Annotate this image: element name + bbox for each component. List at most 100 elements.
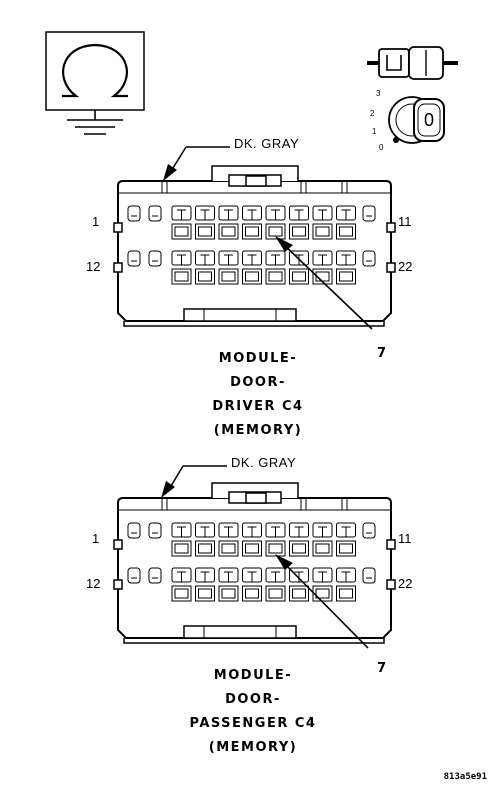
pin-cavity [195,585,215,602]
pin-cavity [265,540,286,557]
pin-label-22: 22 [398,259,412,274]
pin-cavity [289,585,309,602]
svg-text:(MEMORY): (MEMORY) [209,740,297,755]
pin-terminal [245,543,259,554]
pin-terminal [292,226,306,237]
pin-terminal [198,543,212,554]
pin-cavity [336,223,356,240]
wire-leader [172,146,187,169]
pin-cavity [265,223,286,240]
pin-terminal [221,543,236,554]
pin-label-11: 11 [398,214,412,229]
pin-cavity [242,268,262,285]
pin-terminal [268,588,283,599]
svg-text:(MEMORY): (MEMORY) [214,423,302,438]
bottom-slot [183,625,297,639]
pin-cavity-small [362,250,376,267]
connector-title: MODULE- DOOR- PASSENGER C4 (MEMORY) [190,668,317,755]
pin-terminal [339,543,353,554]
callout-leader [280,559,369,649]
side-key [113,539,123,550]
pin-terminal [268,226,283,237]
pin-label-11: 11 [398,531,412,546]
ignition-pos-0: 0 [379,143,384,152]
pin-terminal [315,226,330,237]
svg-text:DOOR-: DOOR- [225,692,281,707]
pin-cavity [289,268,309,285]
pin-cavity [312,268,333,285]
pin-cavity [218,223,239,240]
pin-cavity [312,540,333,557]
side-key [386,539,396,550]
pin-cavity [218,540,239,557]
ignition-pos-2: 2 [370,109,375,118]
pin-cavity [195,223,215,240]
pin-cavity [171,268,192,285]
pin-label-1: 1 [92,531,99,546]
figure-code: 813a5e91 [444,772,487,782]
pin-terminal [174,543,189,554]
connector-body [113,482,396,644]
callout-arrowhead [275,554,293,570]
pin-cavity [195,540,215,557]
pin-terminal [315,543,330,554]
pin-cavity [242,223,262,240]
pin-label-12: 12 [86,259,100,274]
pin-cavity [336,540,356,557]
pin-cavity-small [148,250,162,267]
side-key [113,222,123,233]
side-key [386,222,396,233]
pin-terminal [339,588,353,599]
pin-terminal [268,271,283,282]
ignition-key-label: 0 [424,110,434,130]
pin-terminal [198,271,212,282]
ignition-key-icon: 3 2 1 0 0 [370,89,445,152]
side-key [113,579,123,590]
ignition-pos-1: 1 [372,127,377,136]
side-key [386,262,396,273]
pin-cavity [171,223,192,240]
pin-label-1: 1 [92,214,99,229]
pin-cavity [195,268,215,285]
pin-cavity-small [148,205,162,222]
pin-cavity-small [148,522,162,539]
pin-cavity [336,585,356,602]
pin-terminal [221,588,236,599]
pin-cavity [218,268,239,285]
wire-color-label: DK. GRAY [231,455,296,470]
latch-tab [245,492,267,504]
svg-text:PASSENGER C4: PASSENGER C4 [190,716,317,731]
pin-cavity [218,585,239,602]
callout-number: 7 [377,346,386,361]
wire-color-label: DK. GRAY [234,136,299,151]
pin-cavity-small [362,205,376,222]
pin-cavity [289,223,309,240]
pin-terminal [198,226,212,237]
connector-title: MODULE- DOOR- DRIVER C4 (MEMORY) [212,351,303,438]
pin-terminal [292,588,306,599]
pin-cavity [265,585,286,602]
connector-plug-icon [367,46,458,80]
pin-terminal [174,588,189,599]
pin-cavity [312,223,333,240]
pin-cavity-small [362,522,376,539]
connector-driver: DK. GRAY 1 11 12 22 7 MODULE- DOOR- DRIV… [86,136,412,438]
pin-terminal [221,226,236,237]
callout-number: 7 [377,661,386,676]
pin-label-12: 12 [86,576,100,591]
wire-leader [170,465,184,487]
bottom-slot [183,308,297,322]
pin-cavity [336,268,356,285]
pin-label-22: 22 [398,576,412,591]
pin-terminal [315,588,330,599]
ignition-pos-3: 3 [376,89,381,98]
pin-cavity-small [127,567,141,584]
pin-cavity [289,540,309,557]
svg-text:DRIVER C4: DRIVER C4 [212,399,303,414]
pin-cavity-small [127,205,141,222]
pin-cavity-small [127,250,141,267]
pin-terminal [245,226,259,237]
wire-arrowhead [161,481,175,498]
pin-terminal [292,271,306,282]
pin-terminal [292,543,306,554]
